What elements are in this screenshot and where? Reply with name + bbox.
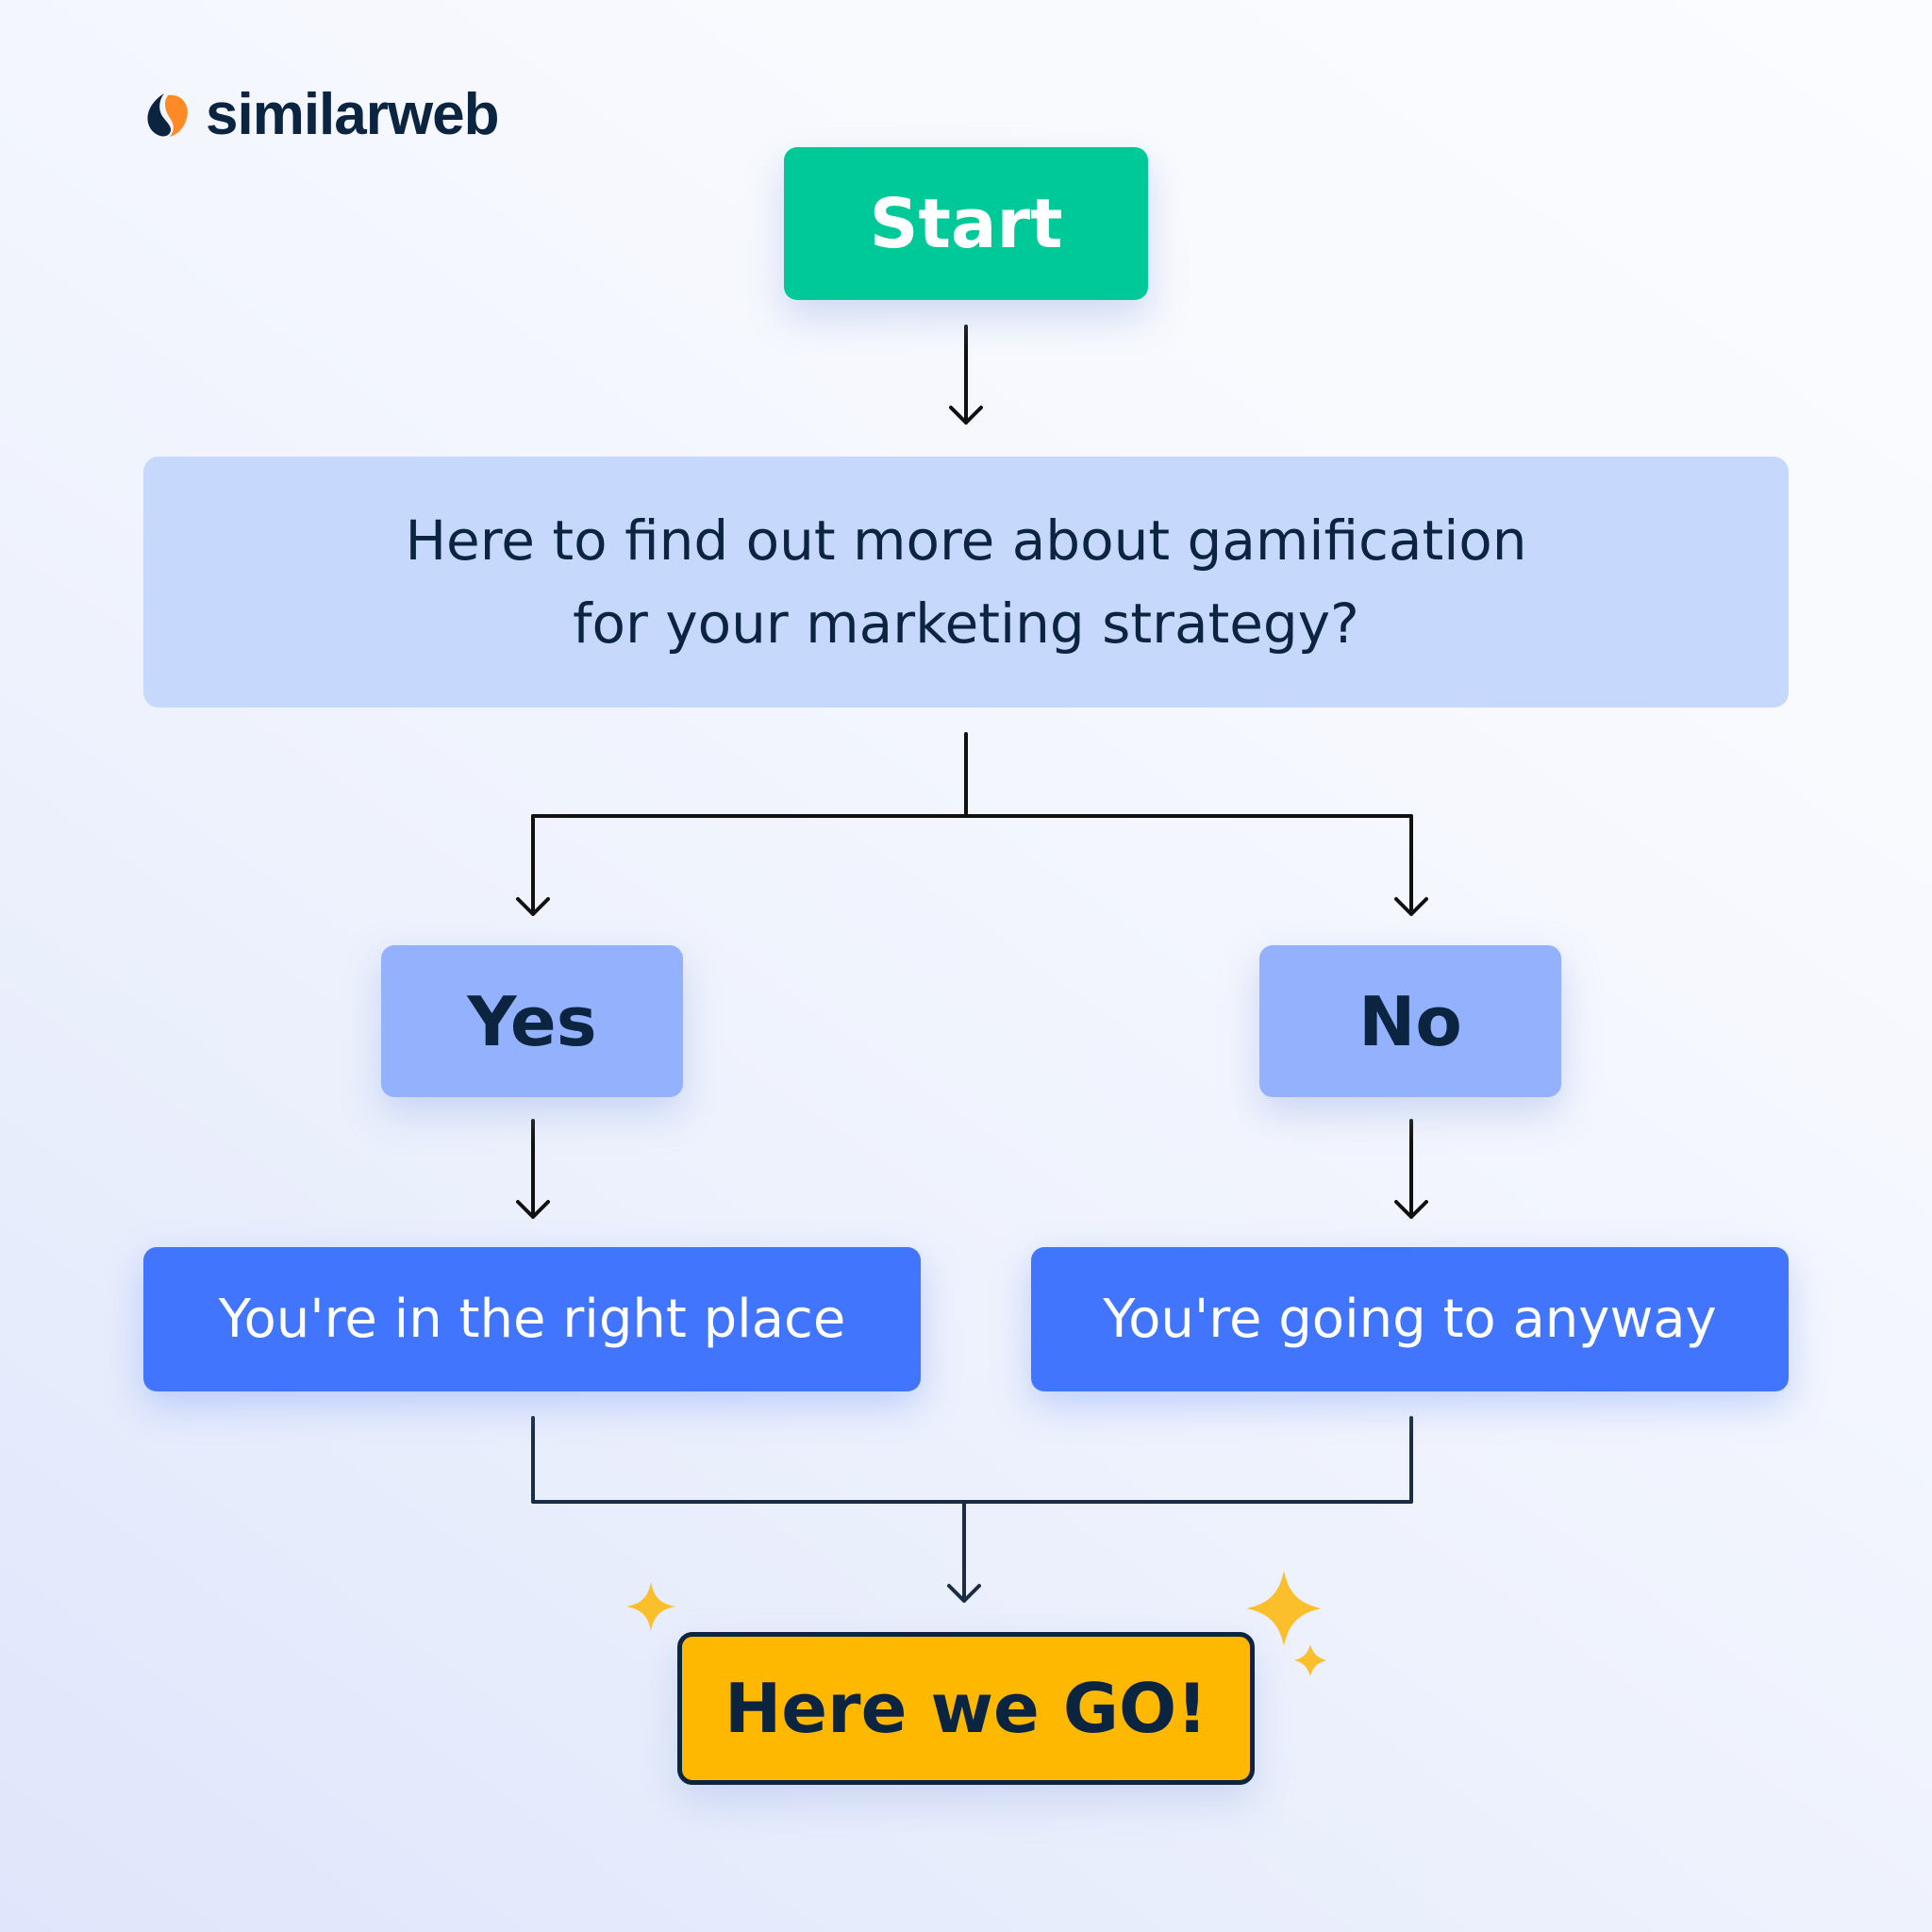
similarweb-logo: similarweb <box>142 81 499 148</box>
brand-name: similarweb <box>206 82 499 147</box>
start-node: Start <box>784 147 1148 300</box>
outcome-no-label: You're going to anyway <box>1103 1289 1717 1350</box>
no-label: No <box>1358 981 1462 1061</box>
question-line-2: for your marketing strategy? <box>573 591 1359 656</box>
similarweb-logo-icon <box>147 92 188 137</box>
end-node: Here we GO! <box>677 1632 1255 1785</box>
sparkle-icon <box>626 1582 675 1631</box>
outcome-yes-label: You're in the right place <box>218 1289 846 1350</box>
sparkle-icon <box>1246 1571 1322 1646</box>
outcome-no-node: You're going to anyway <box>1031 1247 1789 1391</box>
end-label: Here we GO! <box>724 1669 1208 1748</box>
yes-label: Yes <box>467 981 597 1061</box>
start-label: Start <box>869 184 1063 263</box>
outcome-yes-node: You're in the right place <box>143 1247 921 1391</box>
question-node: Here to find out more about gamification… <box>143 457 1789 708</box>
question-line-1: Here to find out more about gamification <box>405 508 1527 573</box>
sparkle-icon <box>1294 1644 1326 1676</box>
no-node: No <box>1259 945 1561 1097</box>
yes-node: Yes <box>381 945 683 1097</box>
